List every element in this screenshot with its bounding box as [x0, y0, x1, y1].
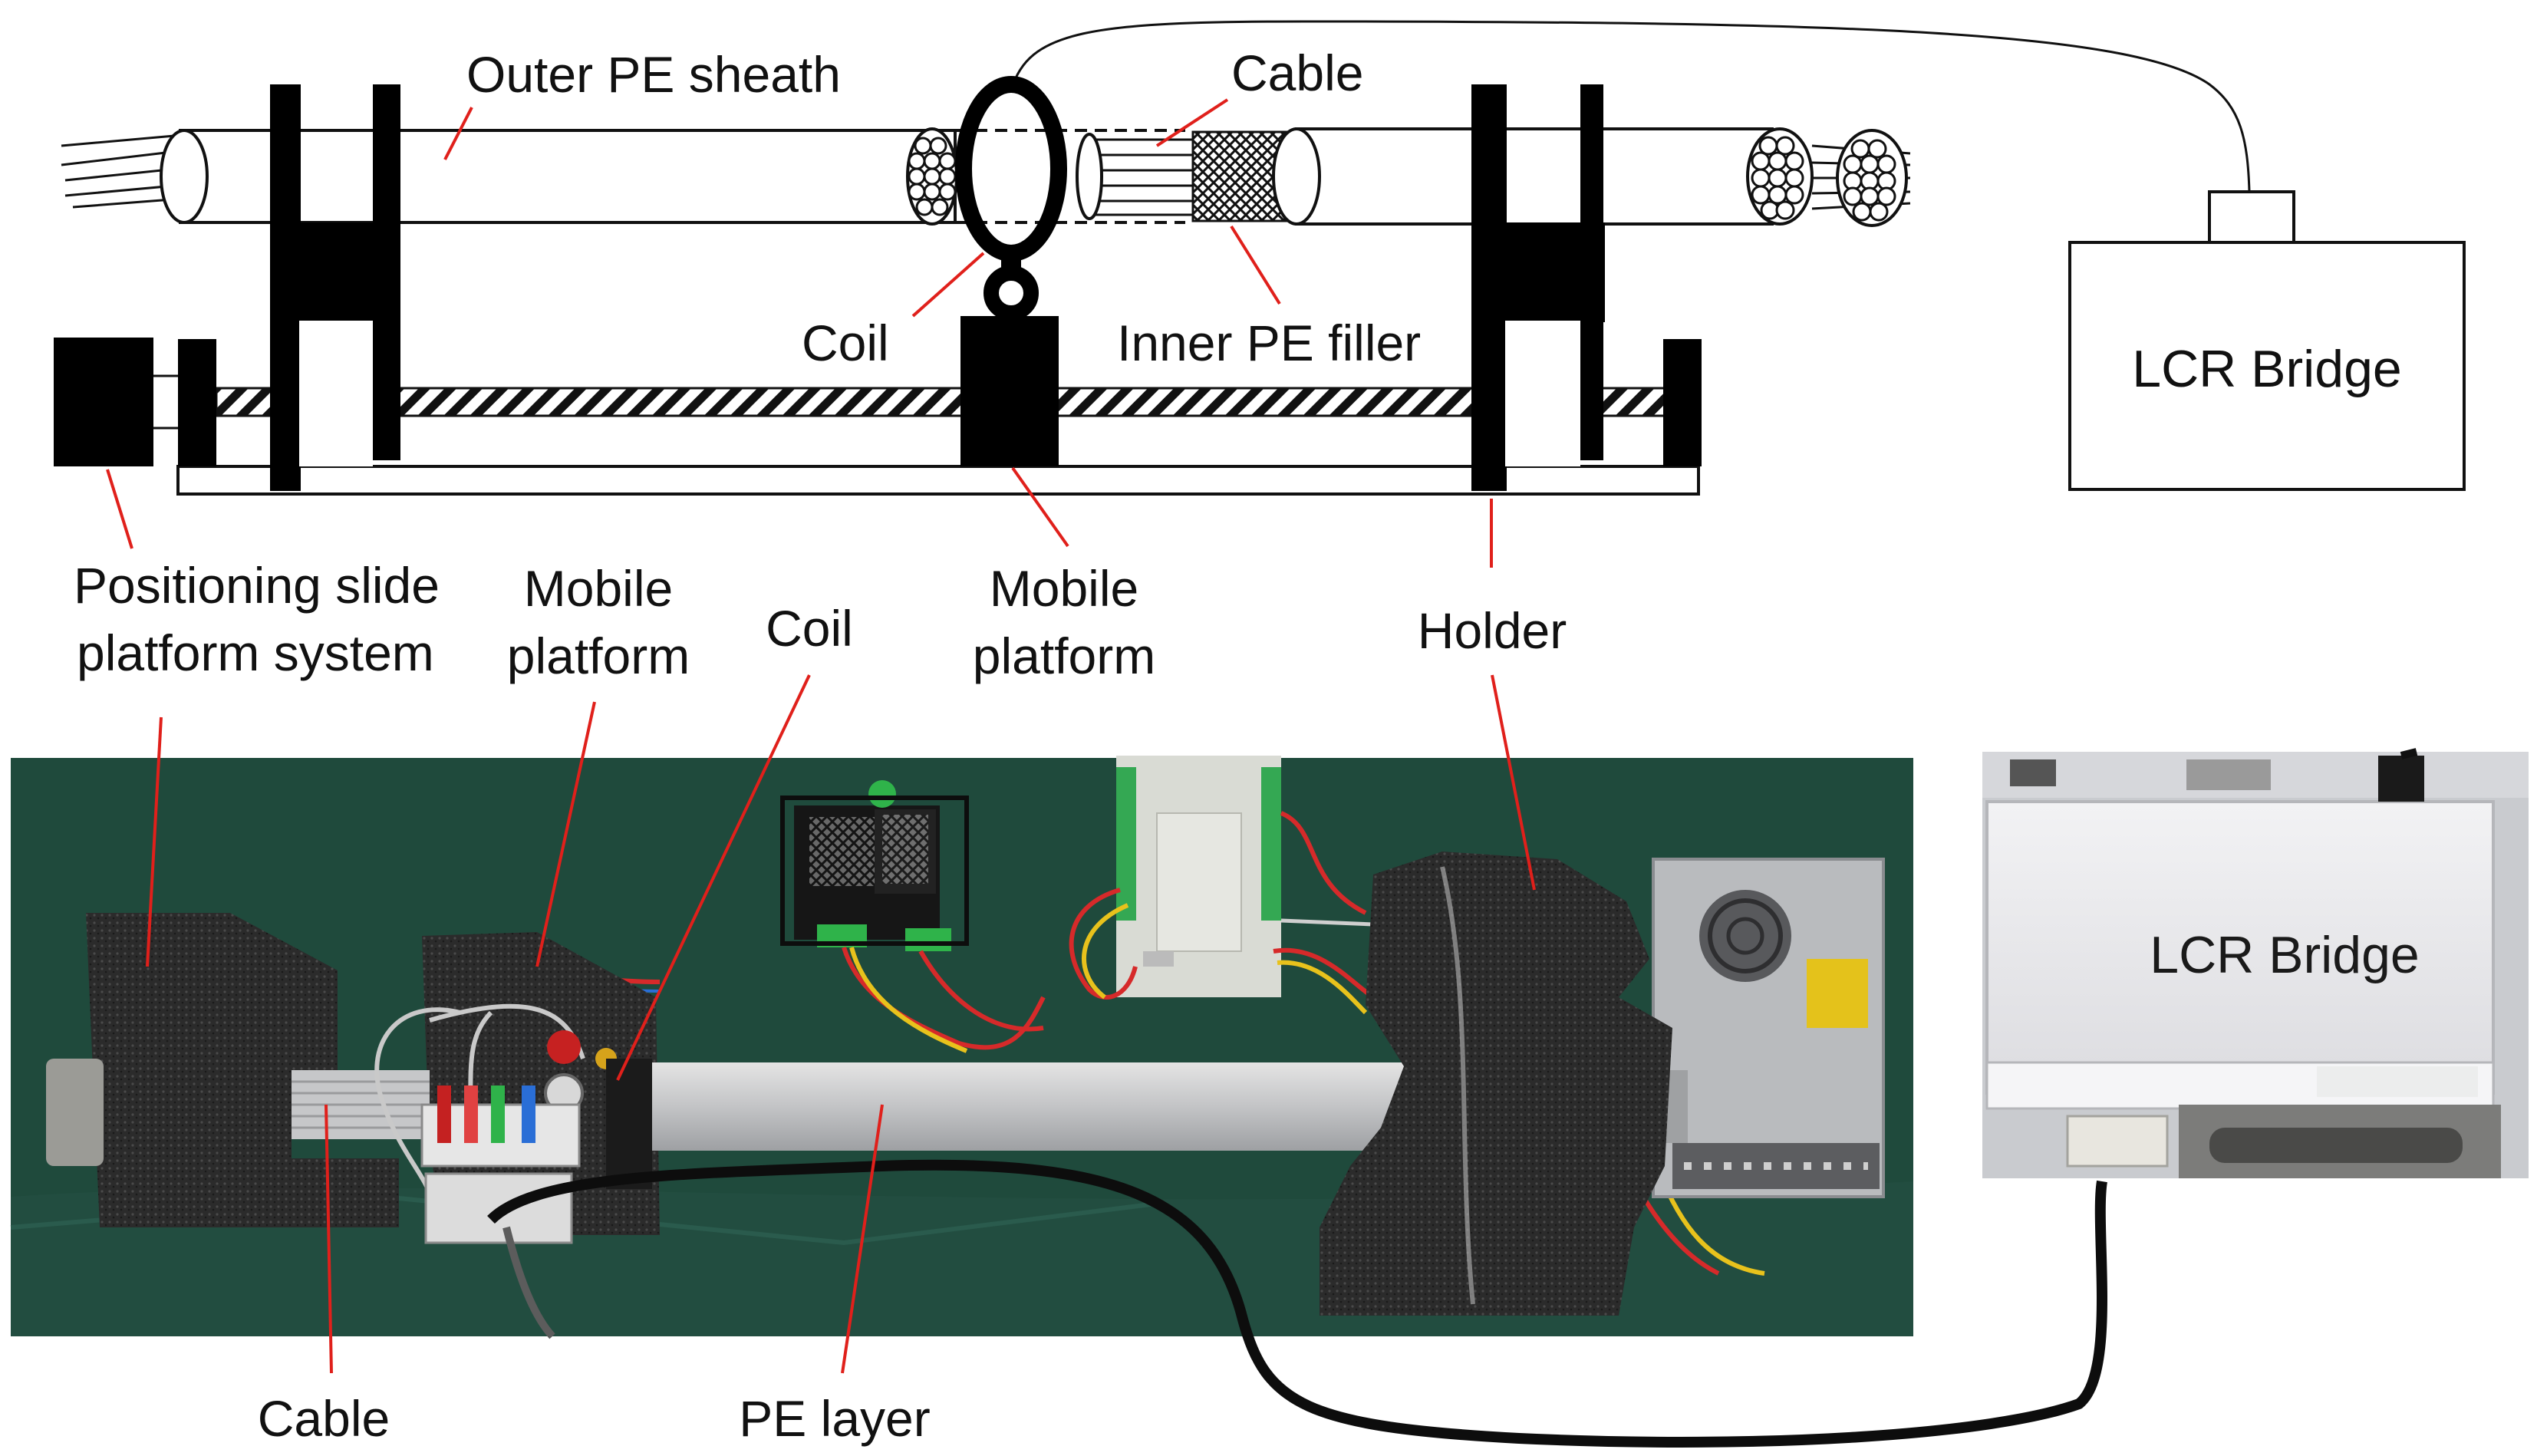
end-plate-right — [1663, 339, 1702, 466]
mobile-platform-2-leader — [1011, 466, 1069, 548]
outer-pe-sheath-leader — [443, 107, 473, 160]
coil-label-mid: Coil — [766, 600, 853, 657]
stepper-motor — [54, 338, 153, 466]
mobile-platform-label-2-line2: platform — [973, 628, 1155, 684]
foam-block-positioning — [86, 913, 399, 1227]
lcr-bridge-label: LCR Bridge — [2132, 340, 2402, 398]
coil-top-leader — [911, 252, 985, 318]
grey-cable — [502, 1226, 555, 1339]
mobile-platform-label-1-line1: Mobile — [524, 560, 673, 617]
base-rail — [176, 465, 1700, 496]
holder-photo-leader — [1491, 674, 1536, 891]
pe-layer-leader — [841, 1104, 884, 1374]
motion-controller-board — [1116, 756, 1281, 997]
schematic-diagram: LCR Bridge Outer PE sheath Cable Coil In… — [54, 20, 2466, 496]
pe-layer-label: PE layer — [739, 1390, 930, 1447]
positioning-label-line2: platform system — [77, 624, 434, 681]
db-connector — [46, 1059, 104, 1166]
coil-lead-wire — [1010, 20, 2251, 193]
cable-cut-face-left — [906, 127, 958, 226]
stepper-driver-board — [780, 780, 969, 951]
coil-mid-leader — [616, 674, 811, 1081]
mobile-platform-center — [960, 316, 1059, 466]
sheath-dashed-outline — [955, 129, 1185, 224]
photo-leaders — [146, 674, 1536, 1374]
photo-lcr-bridge: LCR Bridge — [1982, 748, 2529, 1178]
pe-pipe — [614, 1062, 1596, 1151]
positioning-top-leader — [106, 469, 133, 549]
cable-label-top: Cable — [1231, 44, 1363, 101]
cable-right-segment — [1076, 127, 1911, 227]
inner-pe-filler-label: Inner PE filler — [1117, 315, 1421, 371]
lead-screw — [215, 387, 1668, 417]
measurement-cable — [487, 1159, 2107, 1448]
cable-left-segment — [61, 129, 957, 224]
lcr-instrument-body — [1985, 800, 2495, 1095]
coil-wrap — [606, 1059, 652, 1189]
inner-pe-filler-leader — [1230, 225, 1281, 305]
end-plate-left — [178, 339, 216, 466]
power-supply-unit — [1652, 858, 1885, 1198]
cable-label-bottom: Cable — [258, 1390, 390, 1447]
cable-top-leader — [1155, 98, 1229, 147]
terminal-block — [420, 1085, 581, 1244]
coil-ring — [955, 76, 1067, 321]
mobile-platform-1-leader — [535, 701, 596, 967]
positioning-photo-leader — [146, 716, 163, 967]
photo-test-bench — [10, 756, 2107, 1448]
foam-block-holder — [1320, 852, 1672, 1316]
banana-plug-red — [547, 1030, 581, 1064]
mobile-platform-label-2-line1: Mobile — [990, 560, 1138, 617]
coil-label-top: Coil — [802, 315, 889, 371]
component-labels: Positioning slide platform system Mobile… — [74, 466, 1567, 684]
mobile-platform-label-1-line2: platform — [507, 628, 690, 684]
lcr-bridge-photo-label: LCR Bridge — [2150, 926, 2420, 984]
cable-bottom-leader — [325, 1104, 333, 1374]
holder-label: Holder — [1418, 602, 1567, 659]
positioning-label-line1: Positioning slide — [74, 557, 440, 614]
lcr-bridge-schematic: LCR Bridge — [2068, 190, 2466, 491]
outer-pe-sheath-label: Outer PE sheath — [466, 46, 841, 103]
